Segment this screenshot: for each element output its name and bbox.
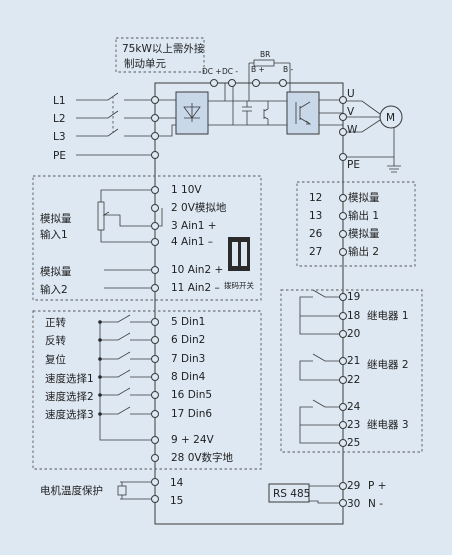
braking-note-box [115,37,205,73]
relay-1-label: 继电器 1 [367,309,409,322]
braking-note-line1: 75kW以上需外接 [122,42,205,55]
output-v-label: V [347,106,355,118]
aout-text-26: 模拟量 [348,227,380,240]
relay-num-24: 24 [347,401,361,413]
analog-in2-label-line1: 模拟量 [40,265,72,278]
din-terminal-8: 8 Din4 [171,371,206,383]
relay-num-25: 25 [347,437,360,449]
aout-text-12: 模拟量 [348,191,380,204]
din-terminal-28: 28 0V数字地 [171,451,234,464]
ain-terminal-11: 11 Ain2 – [171,282,220,294]
right-terminal-column [339,96,347,507]
aout-num-26: 26 [309,228,323,240]
aout-num-12: 12 [309,192,322,204]
ground-symbol [343,128,401,173]
terminal-14-label: 14 [170,477,184,489]
motor-temp-label: 电机温度保护 [40,484,103,497]
relay-num-18: 18 [347,310,360,322]
relay-num-22: 22 [347,374,360,386]
ain-terminal-10: 10 Ain2 + [171,264,223,276]
din-terminal-5: 5 Din1 [171,316,205,328]
rs485-box [268,483,310,503]
relay-group [280,289,423,453]
braking-note-line2: 制动单元 [124,57,166,70]
relay-1-contacts [299,289,343,335]
analog-input-group [32,175,262,301]
rs485-label: RS 485 [273,488,310,500]
braking-transistor [263,101,269,125]
relay-num-21: 21 [347,355,360,367]
relay-num-19: 19 [347,291,360,303]
br-label: BR [260,50,270,59]
ain-terminal-3: 3 Ain1 + [171,220,217,232]
analog-output-group [296,181,416,267]
relay-num-20: 20 [347,328,360,340]
din-terminal-6: 6 Din2 [171,334,205,346]
aout-text-13: 输出 1 [348,209,379,222]
dc-capacitor [242,101,252,125]
potentiometer [97,201,105,231]
aout-text-27: 输出 2 [348,245,379,258]
igbt-block [286,91,320,135]
relay-2-label: 继电器 2 [367,358,409,371]
ain-terminal-4: 4 Ain1 – [171,236,213,248]
dc-plus-label: DC + [202,67,222,76]
b-minus-label: B - [283,65,294,74]
motor-label: M [386,112,395,124]
dip-switch-label: 拨码开关 [224,280,254,290]
relay-3-contacts [299,399,343,444]
rs485-p-text: P + [368,480,386,492]
mains-switch [76,92,155,137]
relay-2-contacts [299,353,343,381]
din-label-speed3: 速度选择3 [45,408,94,421]
din-label-speed1: 速度选择1 [45,372,94,385]
relay-num-23: 23 [347,419,360,431]
input-l1-label: L1 [53,95,66,107]
terminal-15-label: 15 [170,495,183,507]
analog-in1-label-line2: 输入1 [40,228,68,241]
input-l2-label: L2 [53,113,66,125]
din-label-forward: 正转 [45,316,66,329]
aout-num-13: 13 [309,210,322,222]
din-terminal-16: 16 Din5 [171,389,212,401]
input-pe-label: PE [53,150,66,162]
b-plus-label: B + [251,65,265,74]
ain-terminal-1: 1 10V [171,184,202,196]
dc-minus-label: DC - [222,67,238,76]
output-w-label: W [347,124,358,136]
analog-in2-label-line2: 输入2 [40,283,68,296]
output-pe-label: PE [347,159,360,171]
din-terminal-9: 9 + 24V [171,434,215,446]
rs485-p-num: 29 [347,480,360,492]
din-label-reset: 复位 [45,353,66,366]
input-l3-label: L3 [53,131,66,143]
din-label-reverse: 反转 [45,334,66,347]
ptc-sensor [117,485,127,496]
din-label-speed2: 速度选择2 [45,390,94,403]
relay-3-label: 继电器 3 [367,418,409,431]
output-u-label: U [347,88,355,100]
ain-terminal-2: 2 0V模拟地 [171,201,227,214]
rs485-n-num: 30 [347,498,360,510]
motor-symbol [379,105,403,129]
rs485-n-text: N - [368,498,383,510]
analog-in1-label-line1: 模拟量 [40,212,72,225]
left-terminal-column [151,96,159,503]
din-terminal-17: 17 Din6 [171,408,212,420]
digital-input-group [32,310,262,470]
din-terminal-7: 7 Din3 [171,353,205,365]
aout-num-27: 27 [309,246,322,258]
